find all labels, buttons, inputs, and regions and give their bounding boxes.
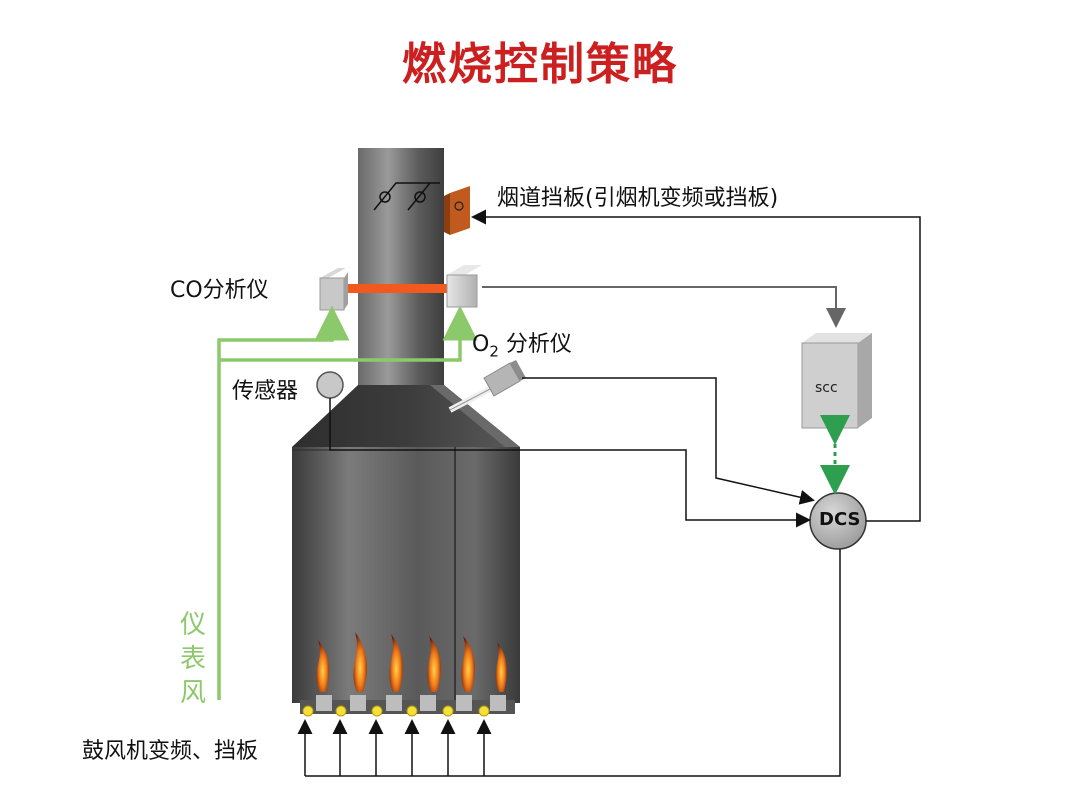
page-title: 燃烧控制策略	[402, 39, 678, 90]
instrument-air-label: 仪 表 风	[178, 608, 208, 710]
dcs-to-damper-line	[471, 209, 921, 522]
o2-subscript: 2	[489, 342, 499, 361]
instrument-air-char-3: 风	[179, 678, 206, 708]
instrument-air-char-2: 表	[179, 644, 206, 674]
co-analyzer-right-box	[446, 265, 482, 308]
burner-flames	[316, 632, 507, 692]
o2-to-dcs-line	[522, 377, 815, 505]
burner-nozzles	[302, 705, 490, 717]
co-analyzer-left-box	[319, 268, 348, 311]
sensor-circle	[316, 371, 344, 399]
blower-label: 鼓风机变频、挡板	[82, 739, 259, 764]
o2-symbol: O	[472, 332, 490, 357]
dcs-label: DCS	[819, 509, 861, 530]
furnace-body	[292, 447, 520, 703]
co-analyzer-label: CO分析仪	[170, 278, 269, 303]
burner-base	[316, 695, 506, 711]
sensor-to-dcs-line	[329, 398, 811, 528]
scc-label: scc	[815, 380, 838, 396]
o2-label-text: 分析仪	[498, 332, 572, 357]
chimney	[358, 148, 444, 388]
scc-box	[801, 333, 872, 429]
instrument-air-lines	[217, 305, 478, 700]
co-to-scc-line	[482, 286, 846, 328]
o2-analyzer-label: O2 分析仪	[472, 326, 572, 360]
flue-damper-label: 烟道挡板(引烟机变频或挡板)	[497, 186, 779, 211]
co-beam	[343, 284, 447, 293]
instrument-air-char-1: 仪	[179, 610, 206, 640]
o2-analyzer-probe	[448, 360, 526, 413]
sensor-label: 传感器	[232, 379, 299, 404]
damper-symbols	[373, 182, 440, 211]
flue-damper-actuator	[444, 186, 470, 235]
blower-arrows	[297, 719, 492, 776]
